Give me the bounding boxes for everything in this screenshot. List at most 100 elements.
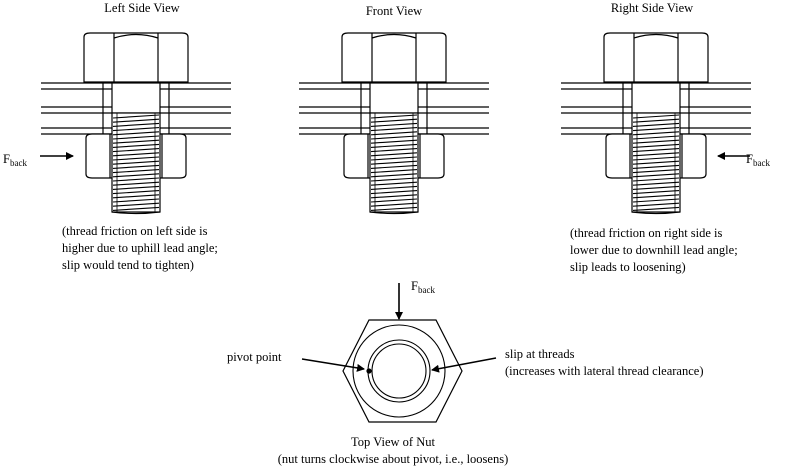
bolt-thread-line: [632, 148, 680, 153]
bolt-thread-line: [632, 122, 680, 127]
pivot-point-annotation: pivot point: [227, 350, 365, 372]
bolt-thread-line: [632, 118, 680, 123]
left-view-caption: (thread friction on left side is higher …: [62, 224, 218, 272]
right-view-caption: (thread friction on right side is lower …: [570, 226, 738, 274]
left-caption-line-2: higher due to uphill lead angle;: [62, 241, 218, 255]
bolt-thread-line: [112, 143, 160, 148]
pivot-point-dot: [366, 368, 372, 374]
bolt-thread-line: [632, 181, 680, 186]
front-view-title: Front View: [366, 4, 422, 18]
nut-washer-face-circle: [352, 324, 446, 418]
bolt-thread-line: [112, 135, 160, 140]
bolt-thread-line: [632, 194, 680, 199]
bolt-thread-line: [370, 169, 418, 174]
bolt-thread-line: [112, 177, 160, 182]
bolt-end: [369, 211, 419, 215]
bolt-thread-line: [632, 198, 680, 203]
left-caption-line-3: slip would tend to tighten): [62, 258, 194, 272]
bolt-thread-line: [370, 164, 418, 169]
bolt-thread-line: [112, 139, 160, 144]
right-caption-line-3: slip leads to loosening): [570, 260, 686, 274]
bolt-thread-line: [370, 131, 418, 136]
bolt-thread-line: [112, 148, 160, 153]
bolt-thread-line: [112, 156, 160, 161]
left-side-bolt-assembly: [41, 32, 231, 215]
bolt-thread-line: [370, 160, 418, 165]
right-fback-label: Fback: [746, 152, 770, 168]
bolt-thread-line: [112, 194, 160, 199]
right-side-bolt-assembly: [561, 32, 751, 215]
bolt-thread-line: [370, 190, 418, 195]
slip-at-threads-annotation: slip at threads (increases with lateral …: [431, 347, 704, 378]
bolt-thread-line: [632, 114, 680, 119]
pivot-point-arrow: [301, 358, 365, 372]
bolt-thread-line: [370, 118, 418, 123]
bolt-thread-line: [112, 169, 160, 174]
bolt-head: [603, 32, 709, 83]
bolt-thread-line: [112, 114, 160, 119]
bolt-thread-line: [370, 139, 418, 144]
bolt-thread-line: [632, 152, 680, 157]
bolt-end: [111, 211, 161, 215]
pivot-point-label: pivot point: [227, 350, 282, 364]
bolt-thread-line: [370, 185, 418, 190]
bolt-thread-line: [112, 152, 160, 157]
bolt-thread-line: [112, 164, 160, 169]
right-fback-force: Fback: [717, 152, 770, 168]
left-caption-line-1: (thread friction on left side is: [62, 224, 208, 238]
slip-at-threads-note: (increases with lateral thread clearance…: [505, 364, 704, 378]
bolt-thread-line: [632, 206, 680, 211]
bolt-head-chamfer: [371, 33, 417, 39]
bolt-thread-line: [632, 190, 680, 195]
bolt-thread-line: [632, 127, 680, 132]
bolt-thread-line: [112, 206, 160, 211]
bolt-thread-line: [370, 135, 418, 140]
bolt-thread-line: [632, 164, 680, 169]
bolt-head: [341, 32, 447, 83]
bolt-thread-line: [632, 185, 680, 190]
nut-hexagon-outline: [342, 319, 463, 423]
bolt-shank: [369, 82, 419, 114]
bolt-thread-line: [370, 156, 418, 161]
bolt-thread-line: [370, 143, 418, 148]
bolt-thread-line: [112, 198, 160, 203]
bolt-thread-line: [112, 131, 160, 136]
top-view-title: Top View of Nut: [351, 435, 435, 449]
bolt-thread-line: [112, 118, 160, 123]
bolt-thread-line: [112, 202, 160, 207]
bolt-thread-line: [370, 114, 418, 119]
bolt-thread-line: [370, 148, 418, 153]
bolt-thread-line: [112, 190, 160, 195]
right-caption-line-1: (thread friction on right side is: [570, 226, 723, 240]
right-view-title: Right Side View: [611, 1, 693, 15]
bolt-thread-line: [112, 181, 160, 186]
bolt-thread-line: [370, 152, 418, 157]
bolt-thread-line: [112, 127, 160, 132]
bolt-thread-line: [632, 135, 680, 140]
left-view-title: Left Side View: [104, 1, 179, 15]
bolt-thread-line: [632, 177, 680, 182]
bolt-thread-line: [112, 160, 160, 165]
bolt-head-chamfer: [633, 33, 679, 39]
left-fback-force: Fback: [3, 152, 74, 168]
bolt-thread-line: [370, 206, 418, 211]
nut-thread-inner-circle: [371, 343, 427, 399]
top-fback-force: Fback: [395, 279, 435, 320]
top-view-nut: [342, 319, 463, 423]
bolt-thread-line: [632, 173, 680, 178]
bolt-thread-line: [112, 173, 160, 178]
bolt-thread-line: [370, 198, 418, 203]
bolt-head: [83, 32, 189, 83]
bolt-thread-line: [632, 139, 680, 144]
bolt-thread-line: [112, 122, 160, 127]
bolt-thread-line: [632, 202, 680, 207]
bolt-thread-line: [370, 173, 418, 178]
bolt-head-chamfer: [113, 33, 159, 39]
bolt-thread-line: [370, 127, 418, 132]
bolt-shank: [631, 82, 681, 114]
bolt-thread-line: [112, 185, 160, 190]
top-fback-label: Fback: [411, 279, 435, 295]
slip-at-threads-label: slip at threads: [505, 347, 575, 361]
front-bolt-assembly: [299, 32, 489, 215]
